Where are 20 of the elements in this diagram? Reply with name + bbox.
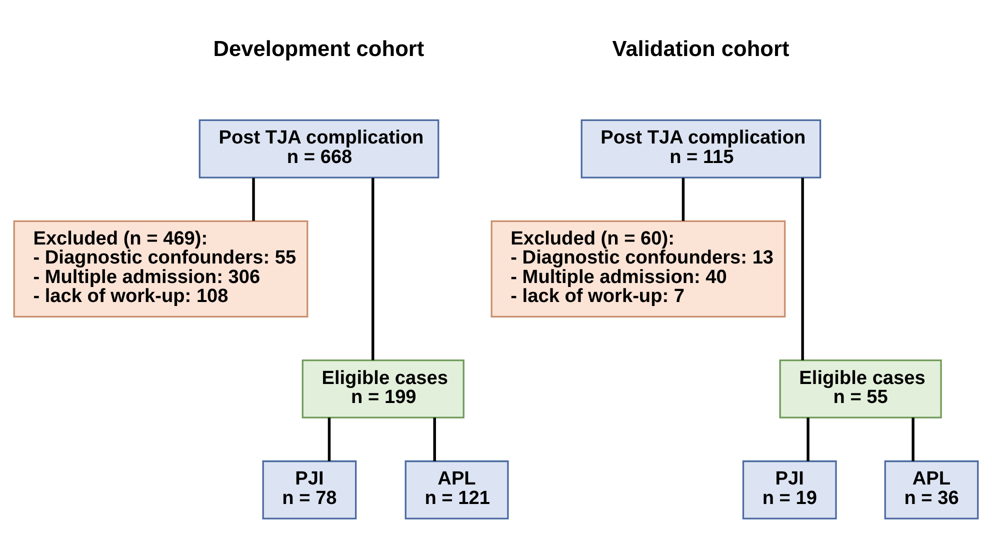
node-box: APL n = 36 xyxy=(884,460,979,519)
node-box: PJI n = 78 xyxy=(262,460,357,519)
node-box: Excluded (n = 469): - Diagnostic confounders: 55 - Multiple admission: 306 - lack of work-up: 108 xyxy=(13,220,308,317)
node-box: Excluded (n = 60): - Diagnostic confounders: 13 - Multiple admission: 40 - lack of work-up: 7 xyxy=(490,220,786,317)
node-box: Eligible cases n = 199 xyxy=(302,358,464,418)
node-box: Post TJA complication n = 115 xyxy=(580,118,822,178)
connector xyxy=(806,417,810,461)
node-box: APL n = 121 xyxy=(404,460,509,519)
connector xyxy=(372,177,374,360)
label: Development cohort xyxy=(213,35,424,60)
connector xyxy=(252,177,255,220)
connector xyxy=(682,177,685,220)
connector xyxy=(912,417,914,461)
label: Validation cohort xyxy=(612,35,790,60)
node-box: Eligible cases n = 55 xyxy=(779,358,942,418)
node-box: Post TJA complication n = 668 xyxy=(198,118,440,178)
connector xyxy=(433,417,436,461)
node-box: PJI n = 19 xyxy=(742,460,837,519)
connector xyxy=(328,417,331,461)
connector xyxy=(801,177,804,360)
